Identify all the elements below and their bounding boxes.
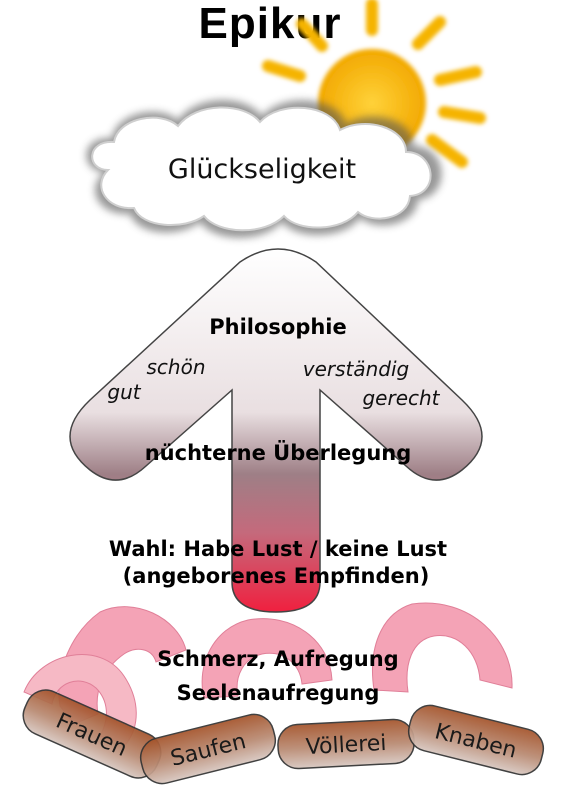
smoke-swirl-right xyxy=(372,602,513,693)
suffering-label: Schmerz, Aufregung xyxy=(157,647,398,671)
virtue-label: schön xyxy=(146,355,205,379)
choice-label: Wahl: Habe Lust / keine Lust xyxy=(109,537,447,561)
up-arrow xyxy=(69,248,483,613)
virtue-label: gut xyxy=(107,380,141,404)
vice-log-knaben: Knaben xyxy=(407,704,545,776)
choice-sublabel: (angeborenes Empfinden) xyxy=(123,564,430,588)
vice-log-saufen: Saufen xyxy=(139,713,277,785)
philosophy-label: Philosophie xyxy=(209,315,347,339)
cloud-shape xyxy=(86,99,442,238)
vice-log-voellerei: Völlerei xyxy=(277,718,415,770)
vice-label: Völlerei xyxy=(305,731,387,760)
virtue-label: gerecht xyxy=(362,386,440,410)
suffering-sublabel: Seelenaufregung xyxy=(177,681,380,705)
reflection-label: nüchterne Überlegung xyxy=(145,440,412,465)
goal-label: Glückseligkeit xyxy=(168,154,356,185)
smoke-swirl-center xyxy=(201,618,333,699)
virtue-label: verständig xyxy=(303,357,410,381)
